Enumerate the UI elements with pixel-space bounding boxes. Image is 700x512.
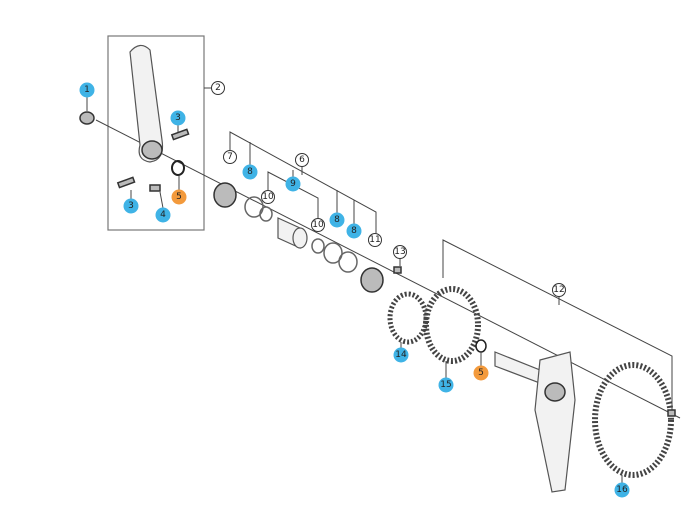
spacer: [244, 196, 264, 218]
callout-marker: [473, 365, 489, 381]
callout-number: 10: [312, 220, 324, 230]
callout-marker: [393, 245, 407, 259]
axle-centerline: [95, 119, 681, 419]
callout-marker: [552, 283, 566, 297]
safety-plate: [149, 184, 161, 192]
callout-number: 10: [262, 192, 274, 202]
small-chainring: [387, 291, 429, 345]
o-ring: [171, 160, 185, 176]
callout-number: 3: [175, 113, 181, 123]
pinch-bolt: [116, 176, 136, 189]
callout-5[interactable]: 5: [473, 365, 489, 381]
callout-number: 14: [395, 350, 407, 360]
callout-3[interactable]: 3: [170, 110, 186, 126]
callout-marker: [393, 347, 409, 363]
callout-marker: [242, 164, 258, 180]
callout-number: 13: [394, 247, 405, 257]
callout-12[interactable]: 12: [552, 283, 566, 297]
left-crank-spindle-hole: [141, 140, 163, 160]
callout-number: 8: [351, 226, 357, 236]
callout-number: 15: [440, 380, 451, 390]
chainring-bolt: [393, 266, 402, 274]
callout-number: 2: [215, 83, 221, 93]
callout-15[interactable]: 15: [438, 377, 454, 393]
spacer-small: [259, 206, 273, 222]
callout-8[interactable]: 8: [329, 212, 345, 228]
callout-marker: [79, 82, 95, 98]
callout-8[interactable]: 8: [346, 223, 362, 239]
callout-number: 3: [128, 201, 134, 211]
callout-number: 9: [290, 179, 296, 189]
callout-number: 5: [478, 368, 484, 378]
callout-number: 1: [84, 85, 90, 95]
pinch-bolt: [170, 128, 190, 141]
callout-16[interactable]: 16: [614, 482, 630, 498]
callout-number: 12: [553, 285, 564, 295]
callout-10[interactable]: 10: [311, 218, 325, 232]
crank-cap: [79, 111, 95, 125]
callout-11[interactable]: 11: [368, 233, 382, 247]
callout-marker: [438, 377, 454, 393]
bb-cup-right: [360, 267, 384, 293]
callout-number: 16: [616, 485, 628, 495]
callout-number: 5: [176, 192, 182, 202]
right-crank-arm: [534, 351, 576, 493]
chainring-nut: [667, 409, 676, 417]
callout-3[interactable]: 3: [123, 198, 139, 214]
callout-number: 11: [369, 235, 380, 245]
callout-9[interactable]: 9: [285, 176, 301, 192]
callout-marker: [170, 110, 186, 126]
callout-marker: [346, 223, 362, 239]
callout-5[interactable]: 5: [171, 189, 187, 205]
callout-marker: [295, 153, 309, 167]
callout-marker: [329, 212, 345, 228]
callout-marker: [614, 482, 630, 498]
callout-1[interactable]: 1: [79, 82, 95, 98]
callout-number: 7: [227, 152, 233, 162]
callout-marker: [261, 190, 275, 204]
callout-number: 8: [247, 167, 253, 177]
callout-marker: [211, 81, 225, 95]
callout-2[interactable]: 2: [211, 81, 225, 95]
callout-7[interactable]: 7: [223, 150, 237, 164]
callout-number: 6: [299, 155, 305, 165]
callout-number: 4: [160, 210, 166, 220]
callout-10[interactable]: 10: [261, 190, 275, 204]
large-chainring: [592, 362, 674, 478]
callout-marker: [171, 189, 187, 205]
callout-marker: [155, 207, 171, 223]
callout-8[interactable]: 8: [242, 164, 258, 180]
callout-13[interactable]: 13: [393, 245, 407, 259]
callout-4[interactable]: 4: [155, 207, 171, 223]
callout-marker: [123, 198, 139, 214]
callout-marker: [285, 176, 301, 192]
bb-cup-left: [213, 182, 237, 208]
middle-chainring: [423, 286, 481, 364]
left-crank-group-box: [107, 35, 205, 231]
callout-marker: [223, 150, 237, 164]
callout-number: 8: [334, 215, 340, 225]
callout-6[interactable]: 6: [295, 153, 309, 167]
callout-marker: [311, 218, 325, 232]
callout-marker: [368, 233, 382, 247]
callout-14[interactable]: 14: [393, 347, 409, 363]
